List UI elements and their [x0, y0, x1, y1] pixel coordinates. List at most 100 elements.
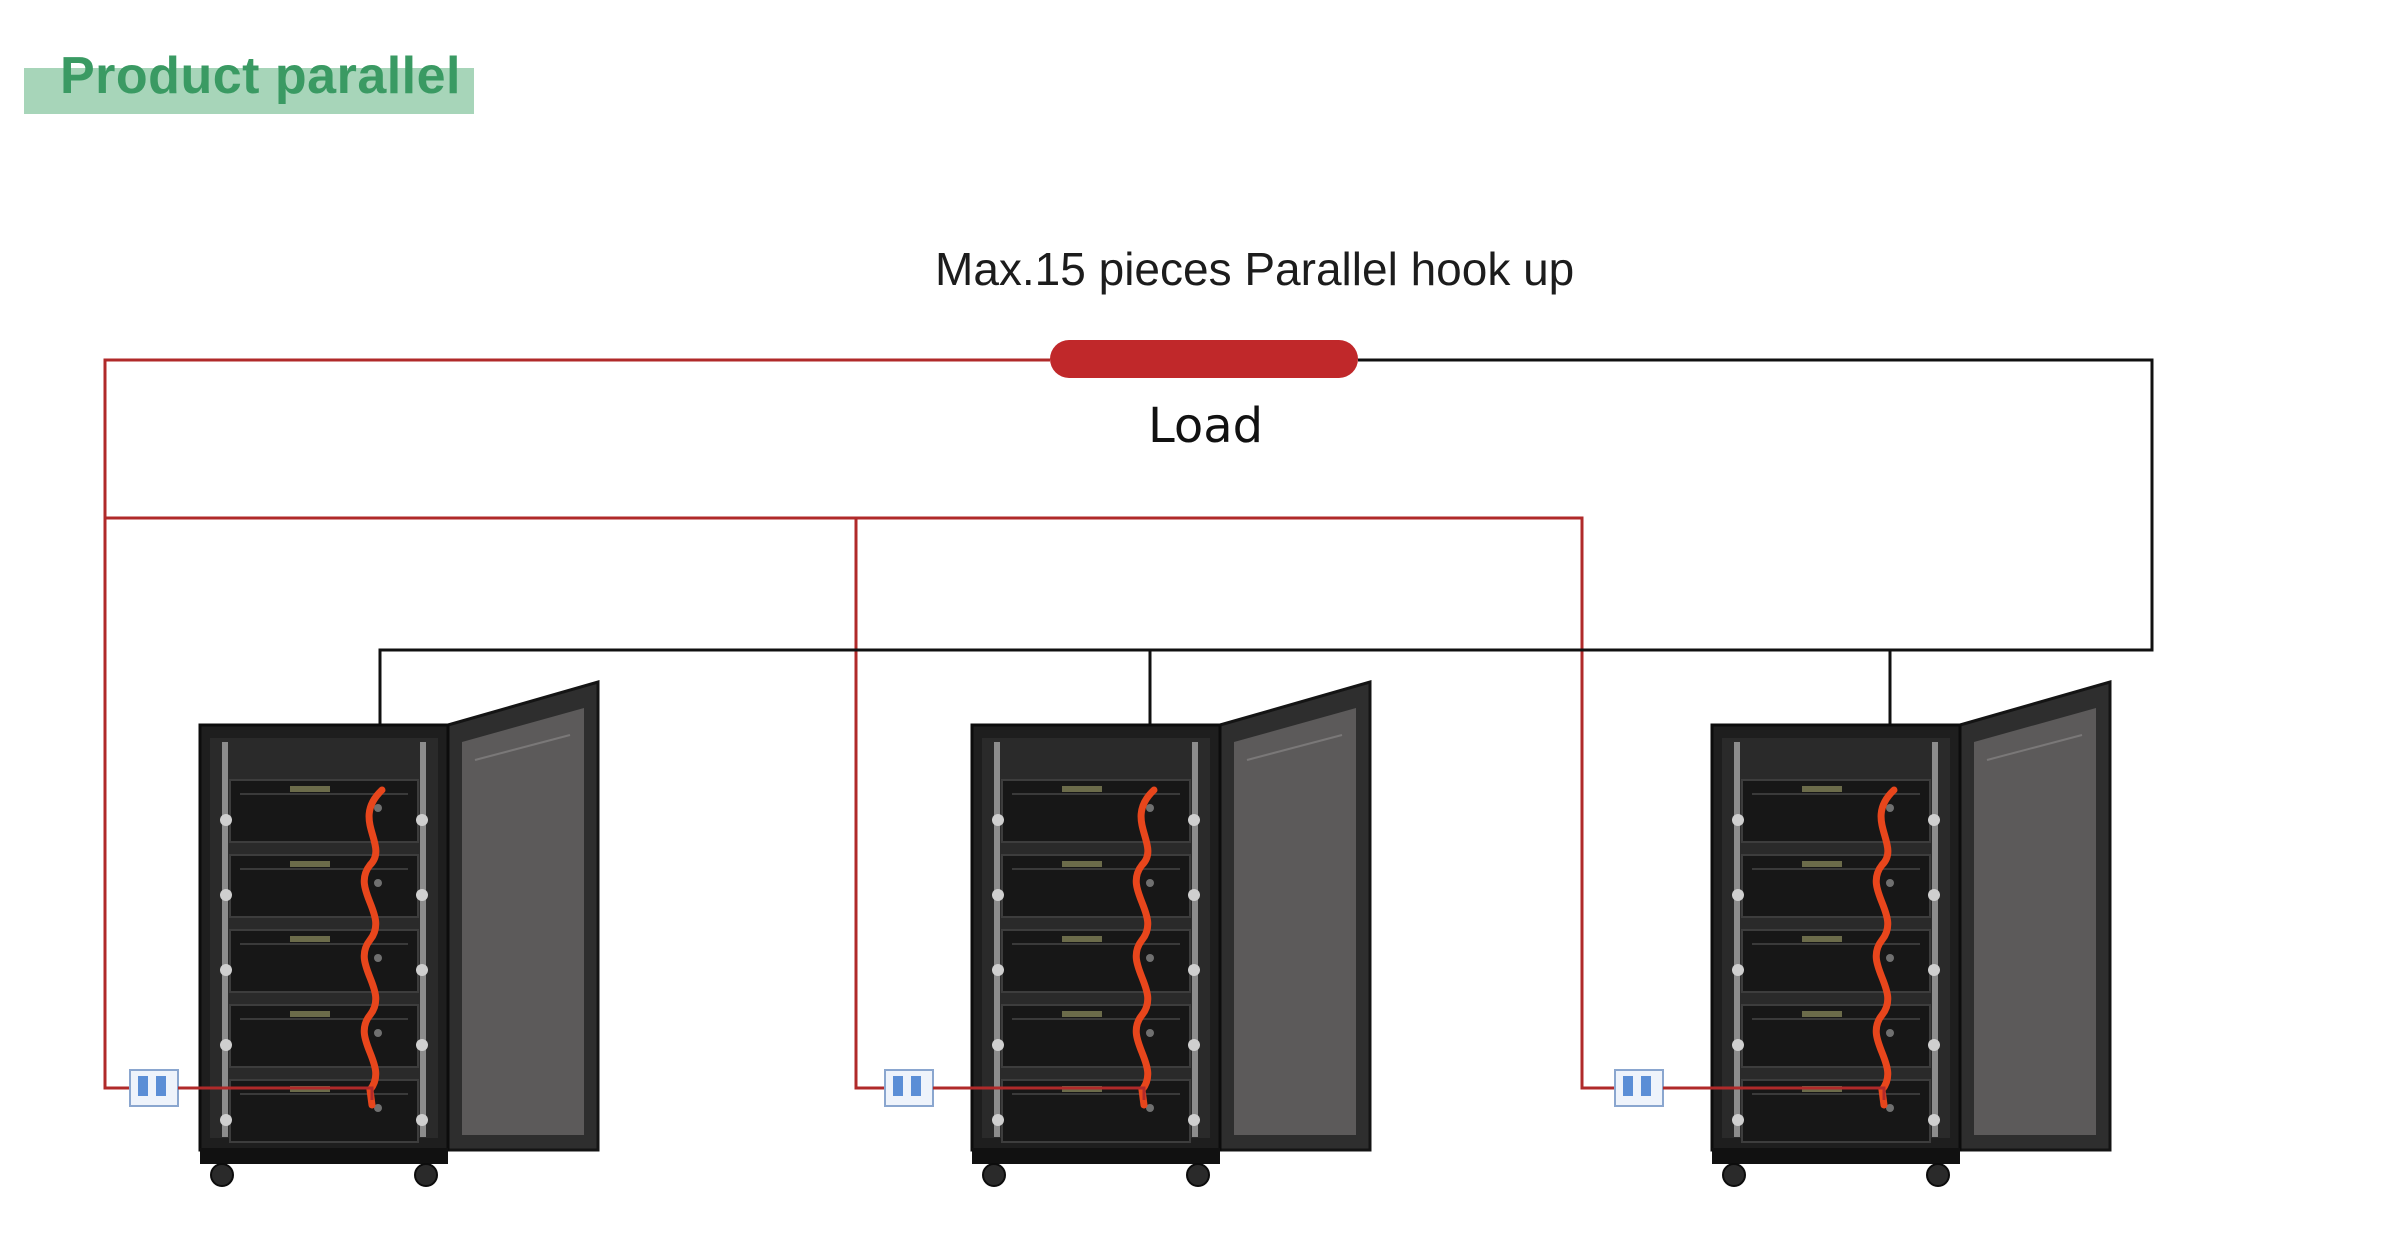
- module-label: [290, 861, 330, 867]
- battery-cable: [360, 786, 386, 1109]
- rail-knob: [1928, 814, 1940, 826]
- cabinet-rail: [1932, 742, 1938, 1137]
- caster-wheel: [982, 1163, 1006, 1187]
- cabinet-rail: [1734, 742, 1740, 1137]
- rail-knob: [416, 964, 428, 976]
- module-terminal: [374, 1029, 382, 1037]
- module-label: [290, 1011, 330, 1017]
- module-label: [1062, 861, 1102, 867]
- rail-knob: [1188, 964, 1200, 976]
- breaker-pole: [1641, 1076, 1651, 1096]
- module-label: [1802, 861, 1842, 867]
- rail-knob: [1188, 1039, 1200, 1051]
- breaker-lead-wire: [1663, 1086, 1886, 1100]
- breaker-body: [1614, 1069, 1664, 1107]
- breaker-body: [884, 1069, 934, 1107]
- battery-cabinet: [198, 680, 600, 1187]
- cabinet-rail: [420, 742, 426, 1137]
- rail-knob: [992, 814, 1004, 826]
- rail-knob: [1928, 964, 1940, 976]
- breaker-pole: [1623, 1076, 1633, 1096]
- caster-wheel: [1186, 1163, 1210, 1187]
- headline: Max.15 pieces Parallel hook up: [935, 243, 1575, 295]
- rail-knob: [220, 1114, 232, 1126]
- module-terminal: [1886, 879, 1894, 887]
- rail-knob: [1732, 889, 1744, 901]
- breaker-pole: [911, 1076, 921, 1096]
- module-terminal: [1146, 954, 1154, 962]
- module-terminal: [374, 879, 382, 887]
- negative-main-wire: [378, 358, 2154, 790]
- rail-knob: [1928, 1114, 1940, 1126]
- door-mesh-panel: [462, 708, 584, 1135]
- rail-knob: [992, 1039, 1004, 1051]
- rail-knob: [992, 1114, 1004, 1126]
- module-label: [1062, 936, 1102, 942]
- rail-knob: [1188, 889, 1200, 901]
- door-highlight: [1246, 734, 1343, 761]
- breaker-switch: [1614, 1069, 1664, 1107]
- rail-knob: [1188, 814, 1200, 826]
- breaker-switch: [884, 1069, 934, 1107]
- module-terminal: [374, 1104, 382, 1112]
- rail-knob: [1732, 1039, 1744, 1051]
- cabinet-base: [200, 1148, 448, 1164]
- module-label: [1802, 1011, 1842, 1017]
- rail-knob: [220, 964, 232, 976]
- rail-knob: [1732, 814, 1744, 826]
- breaker-body: [129, 1069, 179, 1107]
- battery-cabinet: [1710, 680, 2112, 1187]
- section-title: Product parallel: [60, 47, 461, 105]
- module-terminal: [1886, 804, 1894, 812]
- cabinet-rail: [222, 742, 228, 1137]
- rail-knob: [1188, 1114, 1200, 1126]
- caster-wheel: [1926, 1163, 1950, 1187]
- rail-knob: [992, 889, 1004, 901]
- positive-main-wire: [103, 358, 1050, 1090]
- module-label: [1062, 1011, 1102, 1017]
- door-highlight: [474, 734, 571, 761]
- rail-knob: [220, 814, 232, 826]
- module-terminal: [1146, 1029, 1154, 1037]
- battery-cable: [1132, 786, 1158, 1109]
- breaker-pole: [138, 1076, 148, 1096]
- module-terminal: [374, 954, 382, 962]
- door-mesh-panel: [1974, 708, 2096, 1135]
- rail-knob: [1928, 1039, 1940, 1051]
- battery-module: [229, 929, 419, 993]
- module-label: [1802, 936, 1842, 942]
- breaker-lead-wire: [933, 1086, 1146, 1100]
- module-label: [1802, 786, 1842, 792]
- battery-cable: [1872, 786, 1898, 1109]
- module-label: [290, 936, 330, 942]
- cabinet-rail: [1192, 742, 1198, 1137]
- wiring-group: [103, 340, 2154, 1090]
- module-label: [290, 786, 330, 792]
- rail-knob: [416, 1039, 428, 1051]
- breaker-pole: [156, 1076, 166, 1096]
- module-terminal: [1146, 804, 1154, 812]
- module-label: [1062, 786, 1102, 792]
- overlay-group: [129, 1069, 1886, 1107]
- section-title-band: Product parallel: [24, 47, 474, 114]
- module-terminal: [1886, 1029, 1894, 1037]
- rail-knob: [416, 1114, 428, 1126]
- caster-wheel: [414, 1163, 438, 1187]
- door-mesh-panel: [1234, 708, 1356, 1135]
- module-terminal: [1146, 1104, 1154, 1112]
- cabinet-rail: [994, 742, 1000, 1137]
- rail-knob: [416, 814, 428, 826]
- rail-knob: [992, 964, 1004, 976]
- battery-cabinet: [970, 680, 1372, 1187]
- rail-knob: [1732, 964, 1744, 976]
- cabinet-base: [1712, 1148, 1960, 1164]
- rail-knob: [1732, 1114, 1744, 1126]
- rail-knob: [416, 889, 428, 901]
- rail-knob: [220, 889, 232, 901]
- module-terminal: [374, 804, 382, 812]
- breaker-lead-wire: [178, 1086, 374, 1100]
- battery-module: [229, 1079, 419, 1143]
- caster-wheel: [1722, 1163, 1746, 1187]
- cabinet-base: [972, 1148, 1220, 1164]
